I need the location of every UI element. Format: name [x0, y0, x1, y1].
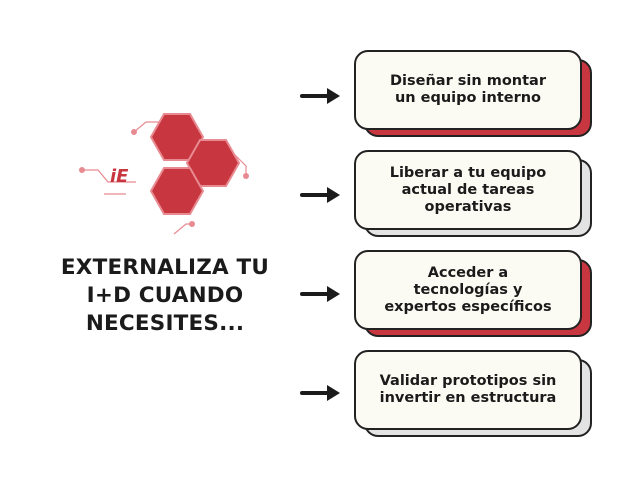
card-line: actual de tareas [401, 181, 535, 198]
benefit-card-1: Diseñar sin montar un equipo interno [354, 50, 592, 137]
card-text: Acceder a tecnologías y expertos específ… [384, 265, 551, 316]
card-line: Diseñar sin montar [389, 73, 546, 89]
card-line: un equipo interno [394, 90, 542, 106]
card-line: Acceder a [427, 264, 509, 281]
hexagon-bottom [149, 167, 205, 215]
card-line: expertos específicos [384, 298, 552, 315]
card-line: Validar prototipos sin [379, 373, 557, 389]
arrow-right-icon [300, 286, 340, 302]
card-line: invertir en estructura [379, 390, 557, 406]
logo-wordmark: iE [110, 166, 129, 187]
company-logo: iE [74, 112, 264, 242]
headline-line-3: NECESITES... [85, 311, 245, 336]
circuit-lines [82, 121, 247, 235]
hexagon-cluster [149, 113, 241, 215]
circuit-nodes [79, 129, 249, 227]
card-text: Validar prototipos sin invertir en estru… [380, 373, 557, 407]
headline: EXTERNALIZA TU I+D CUANDO NECESITES... [40, 254, 290, 338]
headline-line-2: I+D CUANDO [86, 283, 244, 308]
benefit-card-2: Liberar a tu equipo actual de tareas ope… [354, 150, 592, 237]
arrow-right-icon [300, 88, 340, 104]
arrow-right-icon [300, 385, 340, 401]
arrow-right-icon [300, 187, 340, 203]
card-line: operativas [424, 198, 512, 215]
benefit-card-3: Acceder a tecnologías y expertos específ… [354, 250, 592, 337]
card-face: Diseñar sin montar un equipo interno [354, 50, 582, 130]
hexagon-logo-graphic: iE [79, 113, 249, 235]
card-line: Liberar a tu equipo [389, 164, 547, 181]
card-line: tecnologías y [413, 281, 523, 298]
headline-line-1: EXTERNALIZA TU [60, 255, 270, 280]
benefit-card-4: Validar prototipos sin invertir en estru… [354, 350, 592, 437]
card-face: Validar prototipos sin invertir en estru… [354, 350, 582, 430]
card-text: Liberar a tu equipo actual de tareas ope… [390, 165, 547, 216]
card-text: Diseñar sin montar un equipo interno [390, 73, 546, 107]
card-face: Acceder a tecnologías y expertos específ… [354, 250, 582, 330]
hexagon-right [185, 139, 241, 187]
card-face: Liberar a tu equipo actual de tareas ope… [354, 150, 582, 230]
